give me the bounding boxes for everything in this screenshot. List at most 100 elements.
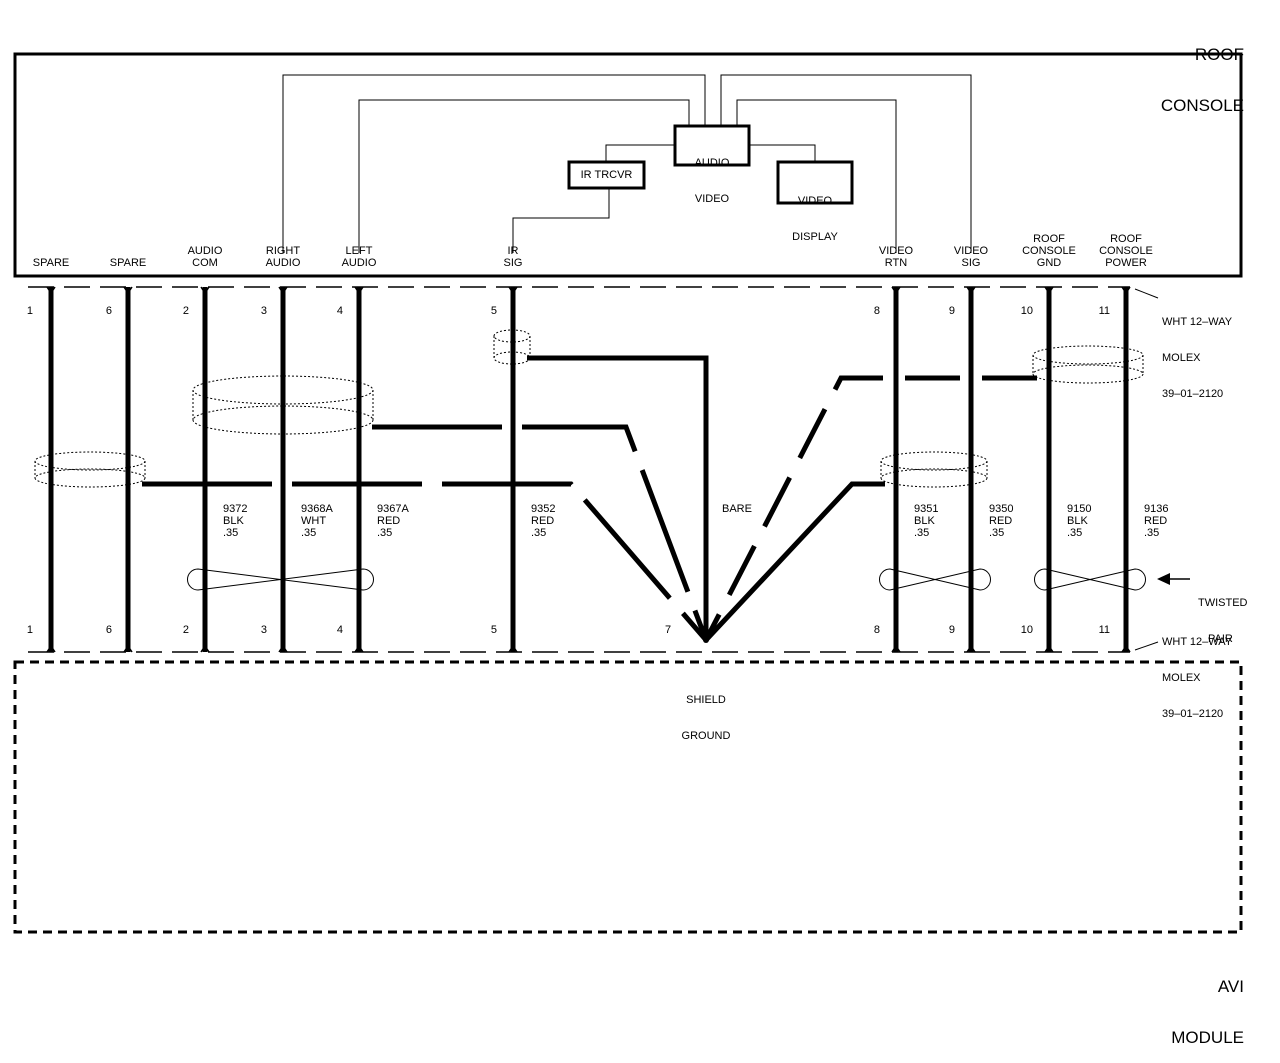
pin-label-bottom-2: 6 xyxy=(105,624,112,636)
pin-label-bottom-7: 8 xyxy=(873,624,880,636)
twist-roof-console xyxy=(1034,568,1146,591)
wire-spec-9367A-circuit: 9367A xyxy=(377,503,409,515)
wire-spec-9351-circuit: 9351 xyxy=(914,503,939,515)
wire-spec-9367A-color: RED xyxy=(377,515,401,527)
pin-label-bottom-8: 9 xyxy=(948,624,955,636)
pin-label-top-9: 10 xyxy=(1020,305,1033,317)
wire-9 xyxy=(1044,286,1054,653)
shield-ground-splice xyxy=(703,637,709,643)
wire-2 xyxy=(123,286,133,653)
roof-console-title-line2: CONSOLE xyxy=(1160,96,1244,115)
wire-spec-9372-gauge: .35 xyxy=(223,527,239,539)
audio-video-label-line1: AUDIO xyxy=(694,157,730,169)
pin-label-top-8: 9 xyxy=(948,305,955,317)
bottom-connector-leader xyxy=(1134,641,1159,651)
pin-7-label: 7 xyxy=(665,624,672,636)
signal-label-5-line1: LEFT xyxy=(345,245,373,257)
wire-spec-9368A-gauge: .35 xyxy=(301,527,317,539)
audio-video-label: AUDIO VIDEO xyxy=(675,133,749,217)
signal-label-10-line2: CONSOLE xyxy=(1099,245,1153,257)
wire-spec-9368A-color: WHT xyxy=(301,515,327,527)
wire-spec-9136-circuit: 9136 xyxy=(1144,503,1169,515)
pin-label-top-5: 4 xyxy=(336,305,343,317)
wire-spec-9368A-circuit: 9368A xyxy=(301,503,333,515)
avi-module-box xyxy=(13,660,1243,934)
bare-label: BARE xyxy=(722,503,752,515)
twisted-pair-line2: PAIR xyxy=(1208,633,1233,645)
bottom-connector-line1: WHT 12–WAY xyxy=(1162,636,1233,648)
wire-spec-9350-color: RED xyxy=(989,515,1013,527)
signal-label-4-line1: RIGHT xyxy=(265,245,301,257)
wire-spec-9350-gauge: .35 xyxy=(989,527,1005,539)
wire-spec-9351-gauge: .35 xyxy=(914,527,930,539)
wire-spec-9352-color: RED xyxy=(531,515,555,527)
pin-label-bottom-9: 10 xyxy=(1020,624,1033,636)
twisted-pair-symbols xyxy=(187,568,1146,591)
pin-label-top-1: 1 xyxy=(26,305,33,317)
wire-4 xyxy=(278,286,288,653)
drain-video xyxy=(704,481,885,642)
signal-label-7-line2: RTN xyxy=(884,257,908,269)
signal-label-3-line2: COM xyxy=(192,257,218,269)
signal-label-10-line1: ROOF xyxy=(1110,233,1142,245)
pin-label-top-10: 11 xyxy=(1098,305,1110,317)
signal-label-2: SPARE xyxy=(110,257,146,269)
wire-10 xyxy=(1121,286,1131,653)
shields xyxy=(34,329,1144,488)
signal-label-8-line1: VIDEO xyxy=(953,245,989,257)
wire-8 xyxy=(966,286,976,653)
bottom-connector-line3: 39–01–2120 xyxy=(1162,708,1224,720)
roof-console-title-line1: ROOF xyxy=(1194,45,1244,64)
top-connector-label: WHT 12–WAY MOLEX 39–01–2120 xyxy=(1162,292,1232,412)
shield-roof-console xyxy=(1032,345,1144,384)
signal-label-6-line2: SIG xyxy=(503,257,523,269)
wire-spec-9350-circuit: 9350 xyxy=(989,503,1014,515)
pin-label-bottom-3: 2 xyxy=(182,624,189,636)
avi-module-title: AVI MODULE xyxy=(1120,944,1244,1063)
pin-label-top-2: 6 xyxy=(105,305,112,317)
signal-label-5-line2: AUDIO xyxy=(341,257,377,269)
shield-spare xyxy=(34,451,146,488)
signal-label-4-line2: AUDIO xyxy=(265,257,301,269)
signal-label-10-line3: POWER xyxy=(1105,257,1147,269)
signal-label-9-line1: ROOF xyxy=(1033,233,1065,245)
drain-left-right-audio xyxy=(372,424,709,641)
wire-spec-9351-color: BLK xyxy=(914,515,935,527)
pin-label-bottom-6: 5 xyxy=(490,624,497,636)
bottom-connector-label: WHT 12–WAY MOLEX 39–01–2120 xyxy=(1162,612,1232,732)
pin-label-bottom-10: 11 xyxy=(1098,624,1110,636)
wire-spec-9150-circuit: 9150 xyxy=(1067,503,1092,515)
video-display-label: VIDEO DISPLAY xyxy=(778,171,852,255)
audio-video-label-line2: VIDEO xyxy=(694,193,730,205)
wire-spec-9372-circuit: 9372 xyxy=(223,503,248,515)
shield-drains xyxy=(142,355,1037,642)
signal-label-1-line1: SPARE xyxy=(32,257,70,269)
harness-wires xyxy=(46,286,1131,653)
wire-spec-9136-color: RED xyxy=(1144,515,1168,527)
wire-spec-9352-gauge: .35 xyxy=(531,527,547,539)
wire-3 xyxy=(200,286,210,653)
signal-label-9-line3: GND xyxy=(1036,257,1062,269)
shield-ir xyxy=(493,329,531,365)
top-connector-line1: WHT 12–WAY xyxy=(1162,316,1233,328)
wire-1 xyxy=(46,286,56,653)
drain-ir xyxy=(527,355,709,640)
twisted-pair-label: TWISTED PAIR xyxy=(1198,573,1248,657)
pin-label-bottom-4: 3 xyxy=(260,624,267,636)
wire-spec-9352-circuit: 9352 xyxy=(531,503,556,515)
internal-wiring xyxy=(282,74,972,253)
